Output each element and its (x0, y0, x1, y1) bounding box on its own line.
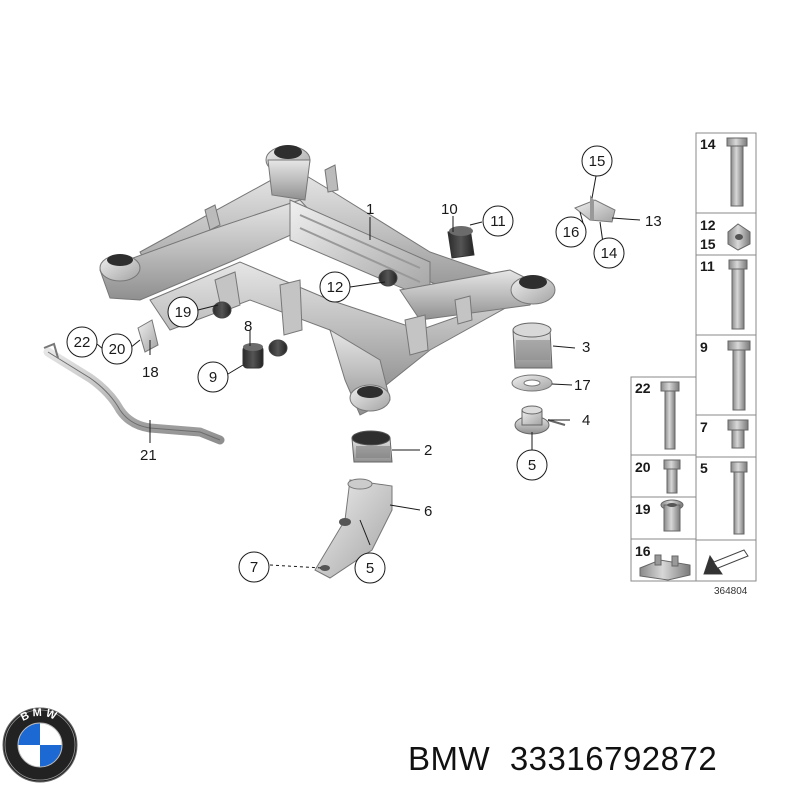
svg-text:14: 14 (700, 136, 716, 152)
callout-13: 13 (645, 213, 662, 230)
callout-8: 8 (244, 318, 252, 335)
svg-text:8: 8 (244, 318, 252, 335)
callout-22: 22 (66, 326, 98, 358)
fastener-cell-11: 11 (695, 254, 757, 336)
svg-text:16: 16 (635, 543, 651, 559)
callout-15: 15 (581, 145, 613, 177)
svg-text:21: 21 (140, 447, 157, 464)
svg-text:16: 16 (563, 224, 580, 241)
callout-17: 17 (574, 377, 591, 394)
svg-text:2: 2 (424, 442, 432, 459)
reference-number: 364804 (714, 586, 748, 597)
fastener-cell-9: 9 (695, 334, 757, 416)
svg-text:19: 19 (635, 501, 651, 517)
svg-text:15: 15 (589, 153, 606, 170)
svg-text:6: 6 (424, 503, 432, 520)
fastener-panel: 14 12 15 11 9 7 (630, 132, 757, 597)
callout-12: 12 (319, 271, 351, 303)
svg-text:13: 13 (645, 213, 662, 230)
bushing-part-10 (447, 226, 475, 259)
callout-6: 6 (424, 503, 432, 520)
callout-14: 14 (593, 237, 625, 269)
washer-part-17 (511, 374, 553, 392)
bracket-part-20 (137, 319, 159, 353)
stabilizer-part-21 (43, 342, 225, 445)
svg-text:12: 12 (327, 279, 344, 296)
callout-20: 20 (101, 333, 133, 365)
fastener-cell-12-15: 12 15 (695, 212, 757, 256)
svg-text:9: 9 (700, 339, 708, 355)
svg-text:22: 22 (74, 334, 91, 351)
callout-7: 7 (238, 551, 270, 583)
fastener-cell-7: 7 (695, 414, 757, 458)
svg-text:7: 7 (700, 419, 708, 435)
svg-text:BMW: BMW (19, 707, 61, 724)
callout-16: 16 (555, 216, 587, 248)
fastener-cell-19: 19 (630, 496, 697, 540)
callout-2: 2 (424, 442, 432, 459)
svg-text:4: 4 (582, 412, 590, 429)
svg-text:9: 9 (209, 369, 217, 386)
svg-text:11: 11 (700, 258, 715, 274)
callout-1: 1 (366, 201, 374, 218)
mount-bushing-part-3 (512, 322, 553, 369)
caption-part-number: 33316792872 (509, 740, 718, 777)
callout-19: 19 (167, 296, 199, 328)
callout-9: 9 (197, 361, 229, 393)
svg-text:22: 22 (635, 380, 651, 396)
callout-5a: 5 (516, 449, 548, 481)
bracket-part-6 (314, 478, 393, 579)
callout-5b: 5 (354, 552, 386, 584)
svg-text:3: 3 (582, 339, 590, 356)
bushing-part-8 (242, 343, 264, 369)
fastener-cell-5: 5 (695, 456, 757, 541)
svg-text:11: 11 (490, 213, 506, 230)
fastener-cell-14: 14 (695, 132, 757, 214)
part-caption: BMW 33316792872 (408, 740, 788, 790)
svg-text:5: 5 (528, 457, 536, 474)
callout-3: 3 (582, 339, 590, 356)
callout-11: 11 (482, 205, 514, 237)
callout-4: 4 (582, 412, 590, 429)
svg-text:1: 1 (366, 201, 374, 218)
svg-text:20: 20 (635, 459, 651, 475)
orientation-arrow-box (695, 539, 757, 582)
fastener-cell-22: 22 (630, 376, 697, 456)
svg-text:10: 10 (441, 201, 458, 218)
svg-text:12: 12 (700, 217, 716, 233)
svg-text:5: 5 (700, 460, 708, 476)
fastener-cell-20: 20 (630, 454, 697, 498)
svg-text:5: 5 (366, 560, 374, 577)
rear-subframe (99, 145, 556, 416)
svg-text:20: 20 (109, 341, 126, 358)
callout-10: 10 (441, 201, 458, 218)
mount-part-4 (514, 405, 566, 435)
callout-18: 18 (142, 364, 159, 381)
caption-brand: BMW (408, 740, 491, 777)
svg-text:14: 14 (601, 245, 618, 262)
callout-21: 21 (140, 447, 157, 464)
fastener-cell-16: 16 (630, 538, 697, 582)
svg-text:17: 17 (574, 377, 591, 394)
svg-text:19: 19 (175, 304, 192, 321)
mount-bushing-part-2 (351, 430, 393, 463)
bracket-part-13 (574, 195, 616, 223)
bmw-logo: BMW (2, 707, 78, 783)
svg-text:18: 18 (142, 364, 159, 381)
svg-text:7: 7 (250, 559, 258, 576)
svg-text:15: 15 (700, 236, 716, 252)
